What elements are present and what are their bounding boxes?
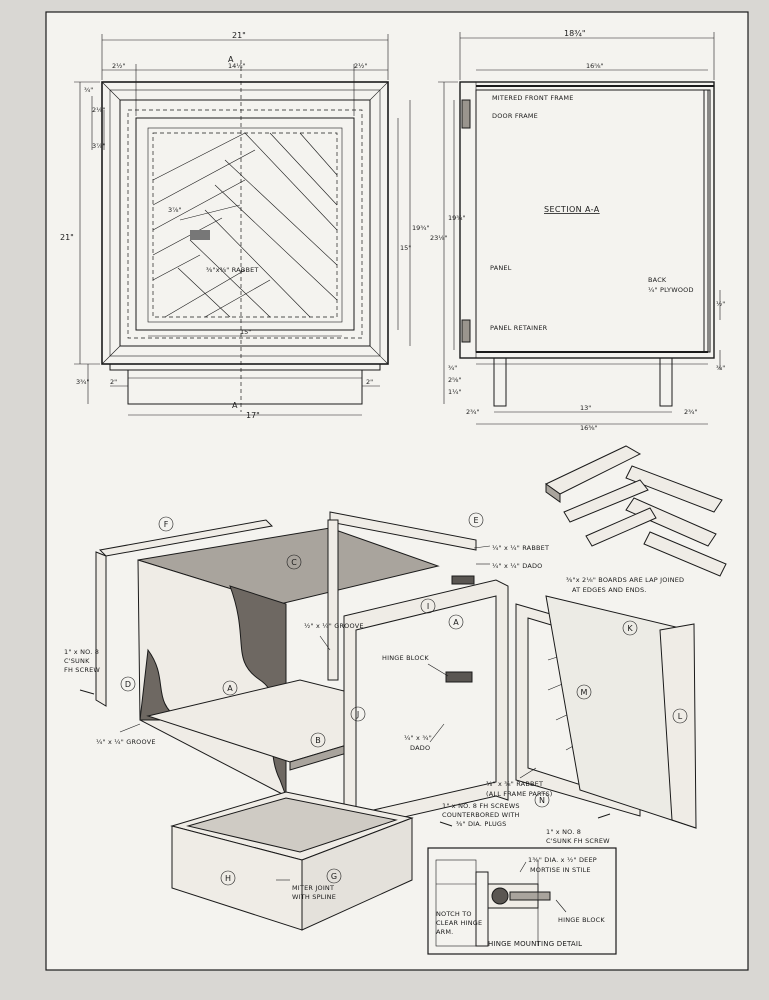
callout-screws-2: COUNTERBORED WITH [442,811,520,819]
boards-note: ⅜"x 2⅛" BOARDS ARE LAP JOINED AT EDGES A… [566,576,684,594]
callout-screw-left-2: C'SUNK [64,657,90,665]
front-view [101,60,389,412]
part-letters: F C E D A B I A J K M L N H G [125,516,683,883]
label-back: BACK [648,276,667,284]
dim-base-right: 2" [366,378,373,386]
dim-right-2: ¾" [716,364,725,372]
dim-top-2: 2⅛" [92,106,105,114]
exploded-callouts: ¼" x ¼" RABBET ¼" x ¼" DADO ½" x ¼" GROO… [64,544,610,901]
dim-base-total: 16⅜" [580,424,598,432]
dim-inner-depth: 16⅝" [586,62,604,70]
part-f: F [164,520,169,529]
callout-hinge-block: HINGE BLOCK [382,654,429,662]
part-m: M [581,688,588,697]
callout-dado-b-2: DADO [410,744,430,752]
dim-left-frame: 2½" [112,62,125,70]
callout-miter-1: MITER JOINT [292,884,334,892]
part-l: L [678,712,683,721]
part-i: I [427,602,429,611]
dim-section-inner-height: 19¾" [448,214,466,222]
callout-miter-2: WITH SPLINE [292,893,336,901]
callout-screw-right-1: 1" x NO. 8 [546,828,581,836]
part-e: E [473,516,478,525]
callout-screw-left-1: 1" x NO. 8 [64,648,99,656]
callout-screws-3: ⅜" DIA. PLUGS [456,820,506,828]
callout-leaders [119,545,537,881]
label-mitered-front-frame: MITERED FRONT FRAME [492,94,574,102]
dim-diag: 3⅞" [168,206,181,214]
dim-inner-width: 15" [240,328,251,336]
hinge-notch-1: NOTCH TO [436,910,472,918]
dim-overall-width: 21" [232,31,246,40]
callout-groove-left: ¼" x ¼" GROOVE [96,738,156,746]
boards-illustration [545,445,727,577]
part-d: D [125,680,131,689]
part-labels [120,512,688,886]
hinge-detail-text: 1⅜" DIA. x ½" DEEP MORTISE IN STILE NOTC… [436,856,605,948]
dim-base-left: 2" [110,378,117,386]
front-dimension-text: 21" A 2½" 14⅛" 2½" ¾" 2⅛" 3⅞" 21" 19¾" 1… [60,31,430,420]
dim-left-small-3: 1¼" [448,388,461,396]
part-a: A [227,684,233,693]
part-g: G [331,872,337,881]
callout-dado-b-1: ¼" x ¾" [404,734,432,742]
dim-top-1: ¾" [84,86,93,94]
dim-bottom-right: 2¾" [684,408,697,416]
dim-overall-depth: 18¾" [564,29,586,38]
dim-right-height-2: 15" [400,244,411,252]
dim-right-height-1: 19¾" [412,224,430,232]
callout-screws-1: 1" x NO. 8 FH SCREWS [442,802,520,810]
part-j: J [356,710,359,719]
part-h: H [225,874,231,883]
callout-groove-c: ½" x ¼" GROOVE [304,622,364,630]
dim-left-height: 21" [60,233,74,242]
boards-note-line1: ⅜"x 2⅛" BOARDS ARE LAP JOINED [566,576,684,584]
callout-screw-left-3: FH SCREW [64,666,100,674]
hinge-detail [427,847,617,955]
callout-rabbet-frame-2: (ALL FRAME PARTS) [486,790,553,798]
dim-left-small-1: ¾" [448,364,457,372]
callout-screw-right-2: C'SUNK FH SCREW [546,837,610,845]
dim-base-width: 17" [246,411,260,420]
dim-right-frame: 2½" [354,62,367,70]
dim-bottom-left: 2¾" [466,408,479,416]
dim-frame-a: 3⅞" [92,142,105,150]
callout-rabbet-e: ¼" x ¼" RABBET [492,544,549,552]
section-dimension-lines [438,32,721,425]
section-view [459,81,715,407]
callout-dado-e: ¼" x ¼" DADO [492,562,542,570]
hinge-notch-3: ARM. [436,928,453,936]
part-c: C [291,558,297,567]
callout-rabbet-frame-1: ⅜" x ⅜" RABBET [486,780,543,788]
section-marker-top: A [228,55,234,64]
section-title: SECTION A-A [544,205,600,214]
label-panel: PANEL [490,264,512,272]
front-dimension-lines [74,34,411,416]
section-text: 18¾" 16⅝" MITERED FRONT FRAME DOOR FRAME… [430,29,725,432]
rabbet-label: ⅜"x⅜" RABBET [206,266,259,274]
dim-left-small-2: 2⅝" [448,376,461,384]
boards-note-line2: AT EDGES AND ENDS. [572,586,647,594]
part-k: K [627,624,633,633]
dim-center-opening: 14⅛" [228,62,246,70]
dim-base-height: 3¾" [76,378,89,386]
dim-base-depth: 13" [580,404,591,412]
hinge-mortise-1: 1⅜" DIA. x ½" DEEP [528,856,597,864]
dim-right-1: ½" [716,300,725,308]
part-b: B [315,736,321,745]
part-n: N [539,796,545,805]
hinge-mortise-2: MORTISE IN STILE [530,866,591,874]
label-panel-retainer: PANEL RETAINER [490,324,548,332]
label-door-frame: DOOR FRAME [492,112,538,120]
hinge-block-label: HINGE BLOCK [558,916,605,924]
dim-section-height: 23⅛" [430,234,448,242]
label-back-material: ¼" PLYWOOD [648,286,694,294]
hinge-notch-2: CLEAR HINGE [436,919,482,927]
exploded-view [79,511,697,931]
part-a-frame: A [453,618,459,627]
section-marker-bottom: A [232,401,238,410]
hinge-detail-title: HINGE MOUNTING DETAIL [488,940,582,948]
